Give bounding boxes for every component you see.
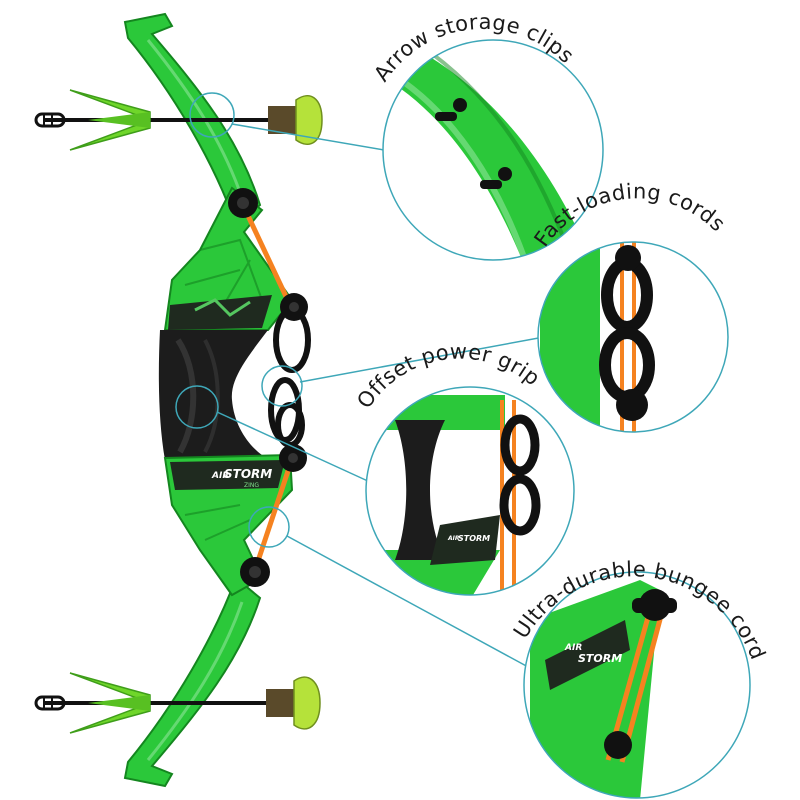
detail-brand-air: AIR bbox=[447, 535, 460, 542]
upper-arrow bbox=[34, 89, 323, 151]
upper-bungee-cord bbox=[240, 203, 293, 307]
suction-cup bbox=[295, 95, 323, 145]
brand-label-storm: STORM bbox=[224, 467, 272, 481]
detail-circle-fast-loading-cords bbox=[537, 241, 729, 433]
brand-label-maker: ZING bbox=[244, 482, 259, 489]
detail-circle-storage-clips bbox=[382, 39, 604, 261]
leader-lines bbox=[216, 123, 545, 669]
lower-arrow bbox=[34, 672, 321, 734]
detail-brand-storm: STORM bbox=[458, 534, 490, 543]
suction-cup bbox=[293, 676, 321, 730]
lower-bungee-cord bbox=[252, 464, 293, 571]
loop-cords bbox=[268, 307, 311, 448]
callout-markers bbox=[175, 92, 303, 548]
detail-brand-air-2: AIR bbox=[564, 643, 582, 653]
lower-limb bbox=[123, 576, 262, 788]
pivot-hubs bbox=[228, 188, 308, 587]
detail-circle-power-grip: AIR STORM bbox=[365, 386, 575, 596]
brand-label-air: AIR bbox=[211, 471, 229, 481]
detail-circle-bungee-cords: AIR STORM bbox=[523, 571, 751, 799]
detail-brand-storm-2: STORM bbox=[578, 652, 622, 665]
